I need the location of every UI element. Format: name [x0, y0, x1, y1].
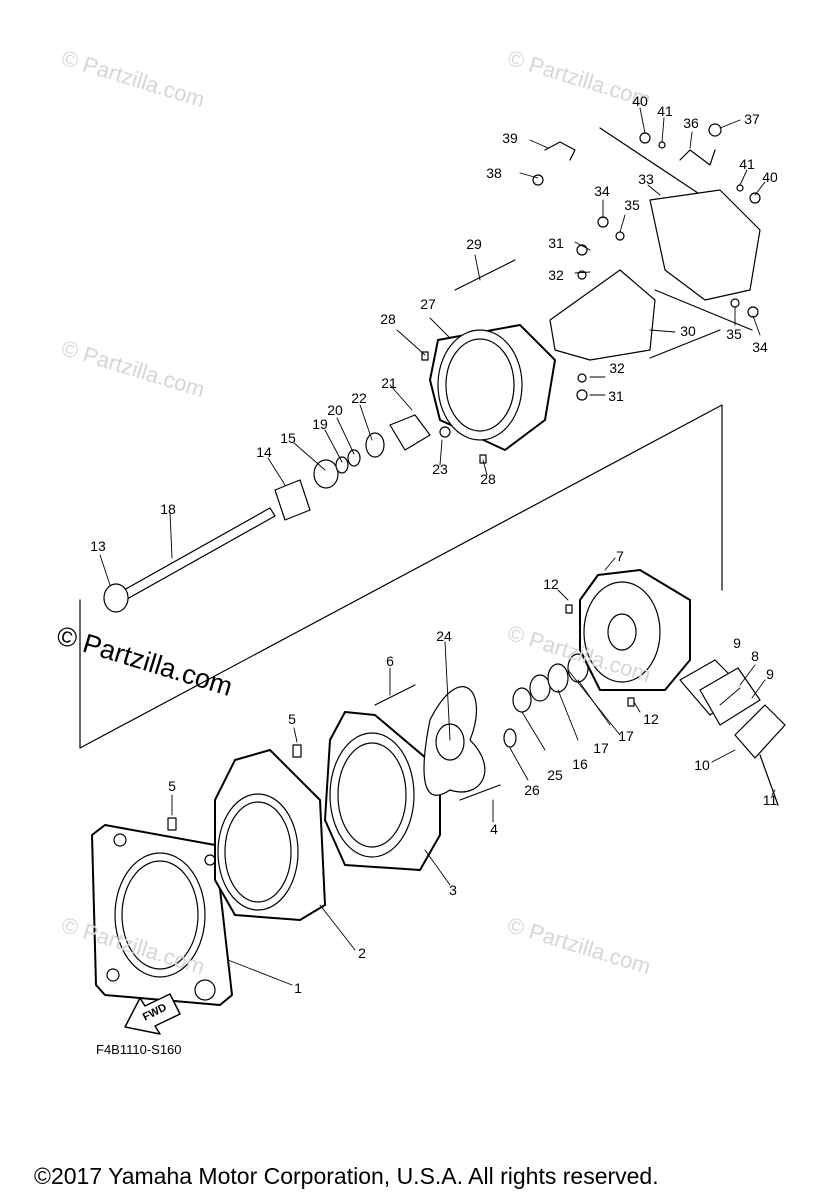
part-28-pin-2	[479, 454, 487, 464]
part-38-bolt	[532, 174, 544, 186]
callout-9: 9	[733, 635, 741, 651]
nozzle-guide-line-3	[649, 329, 721, 359]
callout-40: 40	[632, 93, 648, 109]
callout-17b: 17	[618, 728, 634, 744]
callout-2: 2	[358, 945, 366, 961]
part-35-collar-2	[730, 298, 740, 308]
callout-26: 26	[524, 782, 540, 798]
callout-6: 6	[386, 653, 394, 669]
part-32-collar-2	[577, 373, 587, 383]
callout-22: 22	[351, 390, 367, 406]
part-39-bracket	[544, 141, 576, 161]
callout-10: 10	[694, 757, 710, 773]
part-23-bolt	[439, 426, 451, 438]
callout-8: 8	[751, 648, 759, 664]
part-31-bolt-2	[576, 389, 588, 401]
part-37-bolt	[708, 123, 722, 137]
part-34-bolt	[597, 216, 609, 228]
callout-13: 13	[90, 538, 106, 554]
callout-15: 15	[280, 430, 296, 446]
callout-27: 27	[420, 296, 436, 312]
callout-35b: 35	[726, 326, 742, 342]
copyright-notice: ©2017 Yamaha Motor Corporation, U.S.A. A…	[34, 1163, 659, 1189]
callout-4: 4	[490, 821, 498, 837]
callout-31b: 31	[608, 388, 624, 404]
assembly-guide-line	[79, 404, 723, 749]
callout-5: 5	[288, 711, 296, 727]
part-31-bolt	[576, 244, 588, 256]
part-6-bolt	[374, 684, 416, 706]
callout-20: 20	[327, 402, 343, 418]
callout-23: 23	[432, 461, 448, 477]
callout-7: 7	[616, 548, 624, 564]
part-4-bolt	[459, 784, 501, 801]
callout-32: 32	[548, 267, 564, 283]
nozzle-guide-line-2	[654, 289, 753, 331]
part-41-washer-2	[736, 184, 744, 192]
part-14-15-bearing	[274, 414, 431, 521]
callout-35: 35	[624, 197, 640, 213]
callout-41b: 41	[739, 156, 755, 172]
callout-5b: 5	[168, 778, 176, 794]
callout-17: 17	[593, 740, 609, 756]
part-34-bolt-2	[747, 306, 759, 318]
part-2-duct	[214, 749, 326, 921]
part-18-driveshaft	[103, 507, 276, 613]
callout-18: 18	[160, 501, 176, 517]
leader-lines	[99, 107, 776, 986]
callout-38: 38	[486, 165, 502, 181]
callout-39: 39	[502, 130, 518, 146]
part-11-bolt	[759, 754, 779, 806]
part-5-pin-2	[167, 817, 177, 831]
part-24-impeller	[423, 686, 486, 796]
part-27-nozzle-housing	[429, 324, 556, 451]
callout-14: 14	[256, 444, 272, 460]
part-40-bolt-2	[749, 192, 761, 204]
callout-19: 19	[312, 416, 328, 432]
part-29-bolt	[454, 259, 516, 291]
callout-32b: 32	[609, 360, 625, 376]
callout-9b: 9	[766, 666, 774, 682]
callout-28b: 28	[480, 471, 496, 487]
callout-30: 30	[680, 323, 696, 339]
callout-21: 21	[381, 375, 397, 391]
figure-code: F4B1110-S160	[96, 1042, 182, 1057]
part-33-steering-nozzle	[649, 189, 761, 301]
part-12-pin	[565, 604, 573, 614]
fwd-arrow-icon	[124, 993, 181, 1035]
callout-40b: 40	[762, 169, 778, 185]
callout-33: 33	[638, 171, 654, 187]
part-41-washer	[658, 141, 666, 149]
part-30-nozzle	[549, 269, 656, 361]
callout-36: 36	[683, 115, 699, 131]
callout-41: 41	[657, 103, 673, 119]
callout-1: 1	[294, 980, 302, 996]
part-40-bolt	[639, 132, 651, 144]
callout-24: 24	[436, 628, 452, 644]
callout-25: 25	[547, 767, 563, 783]
callout-12: 12	[543, 576, 559, 592]
callout-29: 29	[466, 236, 482, 252]
callout-11: 11	[762, 792, 778, 808]
callout-31: 31	[548, 235, 564, 251]
part-1-base-plate	[91, 824, 233, 1006]
part-36-bracket	[679, 149, 716, 166]
part-5-pin	[292, 744, 302, 758]
part-3-housing	[324, 711, 441, 871]
seal-stack	[503, 653, 589, 748]
callout-34: 34	[594, 183, 610, 199]
callout-34b: 34	[752, 339, 768, 355]
callout-12b: 12	[643, 711, 659, 727]
part-35-collar	[615, 231, 625, 241]
part-7-stator	[579, 569, 691, 691]
callout-37: 37	[744, 111, 760, 127]
part-12-pin-2	[627, 697, 635, 707]
callout-28: 28	[380, 311, 396, 327]
nozzle-guide-line	[599, 127, 717, 206]
callout-16: 16	[572, 756, 588, 772]
part-28-pin	[421, 351, 429, 361]
callout-3: 3	[449, 882, 457, 898]
